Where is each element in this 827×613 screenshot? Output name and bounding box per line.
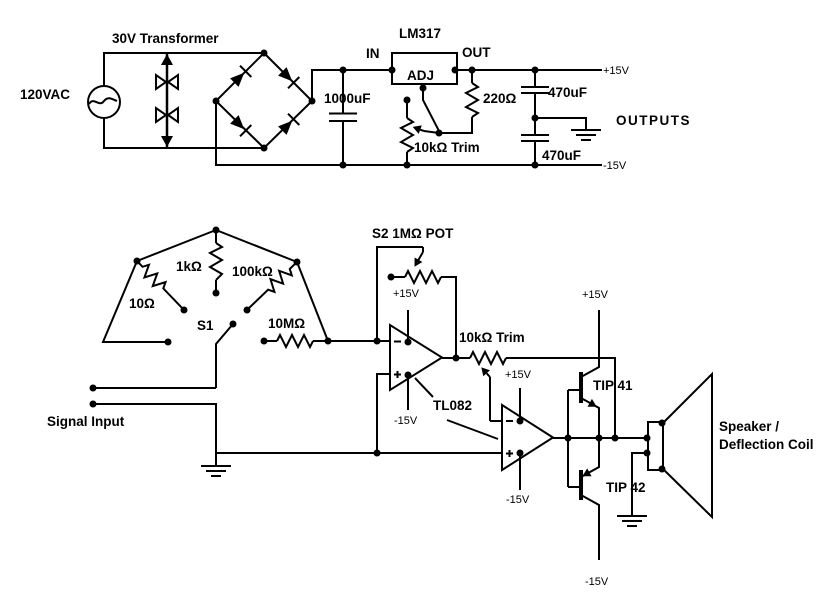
tip42-pnp [579, 438, 600, 560]
label-opamp2-vpos: +15V [505, 369, 532, 381]
signal-ground-symbol [201, 453, 231, 477]
diode-bottom-right [278, 112, 301, 135]
label-load-line1: Speaker / [719, 419, 779, 434]
label-offset-trim: 10kΩ Trim [459, 330, 525, 345]
output-stage [567, 310, 600, 560]
opamp-1 [376, 310, 470, 453]
label-filter-cap: 1000uF [324, 91, 371, 106]
supply-ground-symbol [535, 117, 601, 141]
label-regulator: LM317 [399, 26, 441, 41]
lm317-regulator [391, 52, 458, 133]
label-tip42-vneg: -15V [585, 576, 609, 588]
label-set-resistor: 220Ω [483, 91, 517, 106]
output-cap-neg [521, 134, 549, 165]
label-opamp1-vneg: -15V [394, 415, 418, 427]
label-resistor-10m: 10MΩ [268, 316, 305, 331]
label-opamp: TL082 [433, 398, 472, 413]
label-load-line2: Deflection Coil [719, 437, 814, 452]
label-resistor-10: 10Ω [129, 296, 155, 311]
resistor-100k [246, 261, 298, 311]
label-pin-in: IN [366, 46, 380, 61]
direct-wire [101, 260, 168, 343]
label-resistor-100k: 100kΩ [232, 264, 273, 279]
filter-cap-1000uf [329, 70, 357, 165]
label-gain-pot: S2 1MΩ POT [372, 226, 454, 241]
tl082-pointer-lines [414, 377, 499, 440]
label-tip41-vpos: +15V [582, 289, 609, 301]
speaker-ground-symbol [617, 452, 647, 527]
resistor-1k [207, 242, 224, 281]
opamp1-plus-sign [394, 371, 401, 378]
label-transformer: 30V Transformer [112, 31, 219, 46]
input-terminals [93, 387, 502, 454]
diode-left-top [230, 64, 253, 87]
label-npn: TIP 41 [593, 378, 633, 393]
label-resistor-1k: 1kΩ [176, 259, 202, 274]
speaker [647, 371, 713, 520]
range-switch-s1 [215, 323, 234, 388]
label-cap-pos: 470uF [548, 85, 587, 100]
opamp2-plus-sign [506, 450, 513, 457]
ac-source [87, 52, 264, 149]
trim-pot-10k-supply [398, 100, 440, 165]
offset-trim-10k [469, 349, 616, 438]
label-cap-neg: 470uF [542, 148, 581, 163]
label-opamp2-vneg: -15V [506, 494, 530, 506]
output-cap-pos [521, 70, 549, 135]
dc-rails [215, 69, 602, 166]
resistor-10 [136, 260, 185, 311]
label-rail-neg: -15V [603, 160, 627, 172]
label-outputs: OUTPUTS [616, 113, 691, 128]
label-ac-source: 120VAC [20, 87, 70, 102]
label-pin-adj: ADJ [407, 68, 434, 83]
label-adjust-trim: 10kΩ Trim [414, 140, 480, 155]
junction-dots [89, 49, 666, 473]
label-pin-out: OUT [462, 45, 491, 60]
label-opamp1-vpos: +15V [393, 288, 420, 300]
label-signal-input: Signal Input [47, 414, 125, 429]
range-resistor-fan [101, 229, 329, 343]
diode-left-bottom [230, 115, 253, 138]
bridge-rectifier [214, 51, 314, 150]
label-pnp: TIP 42 [606, 480, 646, 495]
transformer [155, 53, 179, 148]
label-rail-pos: +15V [603, 65, 630, 77]
tip41-npn [579, 310, 600, 438]
diode-top-right [278, 67, 301, 90]
label-switch-s1: S1 [197, 318, 214, 333]
